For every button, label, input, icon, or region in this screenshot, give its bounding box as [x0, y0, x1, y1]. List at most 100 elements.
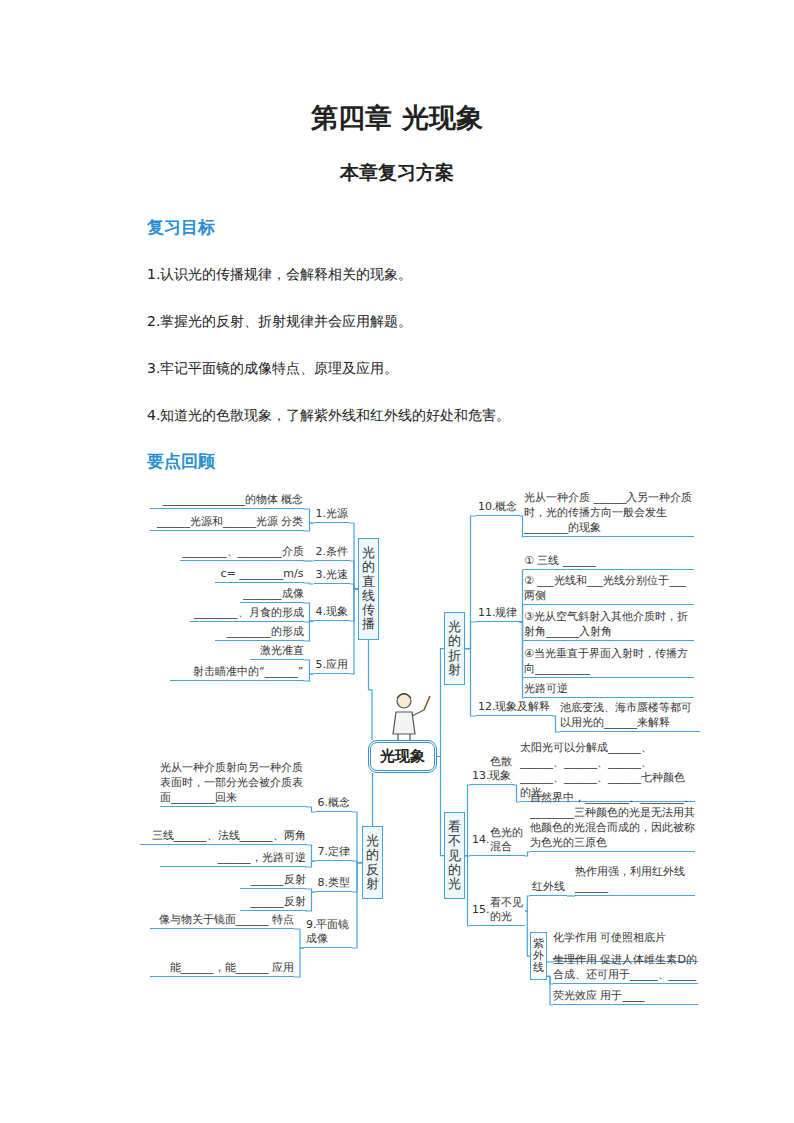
leader-line: [304, 583, 314, 584]
mindmap-leaf: 射击瞄准中的“______”: [170, 664, 304, 681]
node-text: 看不见的光: [490, 896, 523, 924]
leader-line: [294, 948, 304, 977]
topic-item: 8.类型: [316, 876, 353, 892]
node-text: 红外线: [532, 880, 565, 893]
node-text: 8.类型: [318, 876, 351, 889]
mindmap-leaf: 光从一种介质射向另一种介质表面时，一部分光会被介质表面________回来: [160, 760, 306, 807]
leader-line: [306, 861, 316, 867]
node-text: 12.现象及解释: [478, 700, 551, 713]
mindmap-leaf: ________、月食的形成: [190, 605, 304, 622]
branch-box: 看不见的光: [444, 812, 465, 899]
topic-item: 9.平面镜成像: [304, 918, 352, 948]
mindmap-leaf: 光从一种介质 ______入另一种介质时，光的传播方向一般会发生 _______…: [524, 490, 694, 537]
mindmap-leaf: ______光源和______光源 分类: [150, 514, 304, 531]
mindmap-leaf: ② ___光线和___光线分别位于___两侧: [524, 573, 694, 605]
mindmap-leaf: 生理作用 促进人体维生素D的合成、还可用于_____、_____: [553, 952, 698, 984]
node-text: 色光的 混合: [490, 826, 523, 854]
mindmap-leaf: 光路可逆: [524, 681, 694, 698]
node-text: 5.应用: [316, 658, 349, 671]
branch-connector: [352, 863, 362, 948]
branch-connector: [350, 523, 358, 589]
node-text: 光的折射: [448, 620, 461, 677]
mindmap-leaf: ______，光路可逆: [160, 850, 306, 867]
mindmap-leaf: ______反射: [240, 872, 306, 889]
node-text: 9.平面镜成像: [306, 918, 350, 945]
branch-connector: [352, 812, 362, 863]
branch-box: 光的直线传播: [358, 538, 379, 640]
section-heading: 本章复习方案: [0, 160, 794, 186]
leader-line: [553, 716, 561, 732]
branch-connector: [350, 561, 358, 589]
topic-item: 7.定律: [316, 845, 353, 861]
branch-connector: [465, 649, 476, 716]
mindmap-leaf: 像与物关于镜面______ 特点: [150, 912, 294, 929]
mindmap-leaf: _______________的物体 概念: [150, 492, 304, 509]
topic-item: 12.现象及解释: [476, 700, 553, 716]
subsection-heading: 要点回顾: [147, 450, 647, 473]
sub-branch-box: 紫外线: [530, 932, 547, 980]
leader-line: [304, 603, 314, 621]
goal-text: 3.牢记平面镜的成像特点、原理及应用。: [147, 360, 767, 378]
mindmap-leaf: ④当光垂直于界面入射时，传播方向__________: [524, 646, 694, 678]
node-text: 6.概念: [318, 796, 351, 809]
mindmap-leaf: 池底变浅、海市蜃楼等都可以用光的______来解释: [560, 700, 700, 732]
node-text: 13.现象: [472, 769, 512, 783]
branch-connector: [369, 640, 373, 740]
mindmap-leaf: ________的形成: [215, 624, 304, 641]
mindmap-leaf: ______反射: [240, 894, 306, 911]
branch-connector: [437, 649, 444, 757]
mindmap-leaf: ③光从空气斜射入其他介质时，折射角______入射角: [524, 609, 694, 641]
mindmap-leaf: 自然界中，________、________、________三种颜色的光是无法…: [530, 790, 695, 852]
mindmap-leaf: ________、________介质: [180, 544, 304, 561]
node-text: 2.条件: [316, 545, 349, 558]
leader-line: [304, 560, 314, 561]
branch-connector: [525, 896, 531, 911]
mindmap-leaf: 激光准直: [250, 643, 304, 660]
node-text: 1.光源: [316, 507, 349, 520]
node-text: 紫外线: [533, 938, 544, 974]
mindmap-leaf: ① 三线 ______: [524, 553, 694, 570]
goal-text: 1.认识光的传播规律，会解释相关的现象。: [147, 266, 767, 284]
topic-item: 红外线: [530, 880, 567, 896]
branch-connector: [372, 773, 373, 826]
topic-item: 14.色光的 混合: [470, 826, 525, 856]
topic-item: 10.概念: [476, 500, 520, 516]
topic-item: 15.看不见的光: [470, 896, 525, 926]
topic-item: 3.光速: [314, 568, 351, 584]
leader-line: [304, 660, 314, 674]
branch-connector: [437, 757, 444, 856]
node-text: 色散: [490, 755, 512, 769]
subsection-heading: 复习目标: [147, 216, 647, 239]
node-text: 7.定律: [318, 845, 351, 858]
node-text: 15.: [472, 903, 490, 917]
node-text: 10.概念: [478, 500, 518, 513]
branch-connector: [465, 622, 476, 649]
topic-item: 2.条件: [314, 545, 351, 561]
leader-line: [567, 895, 575, 896]
node-text: 3.光速: [316, 568, 349, 581]
mindmap-leaf: 三线______、法线______、两角: [140, 828, 306, 845]
leader-line: [525, 852, 531, 856]
leader-line: [304, 523, 314, 531]
mindmap-leaf: _______成像: [240, 586, 304, 603]
topic-item: 1.光源: [314, 507, 351, 523]
node-text: 光的直线传播: [362, 546, 375, 632]
topic-item: 4.现象: [314, 605, 351, 621]
goal-text: 4.知道光的色散现象，了解紫外线和红外线的好处和危害。: [147, 407, 767, 425]
leader-line: [294, 929, 304, 948]
node-text: 光的反射: [366, 834, 379, 891]
node-text: 看不见的光: [448, 820, 461, 891]
central-topic-box: 光现象: [368, 740, 437, 773]
node-text: 11.规律: [478, 606, 518, 619]
mindmap-leaf: 热作用强，利用红外线 ______: [575, 864, 695, 896]
leader-line: [304, 621, 314, 641]
node-text: 4.现象: [316, 605, 349, 618]
leader-line: [306, 807, 316, 812]
topic-item: 11.规律: [476, 606, 520, 622]
leader-line: [304, 674, 314, 681]
leader-line: [304, 509, 314, 523]
branch-connector: [350, 589, 358, 674]
leader-line: [306, 845, 316, 861]
mindmap-leaf: 荧光效应 用于____: [553, 988, 698, 1005]
